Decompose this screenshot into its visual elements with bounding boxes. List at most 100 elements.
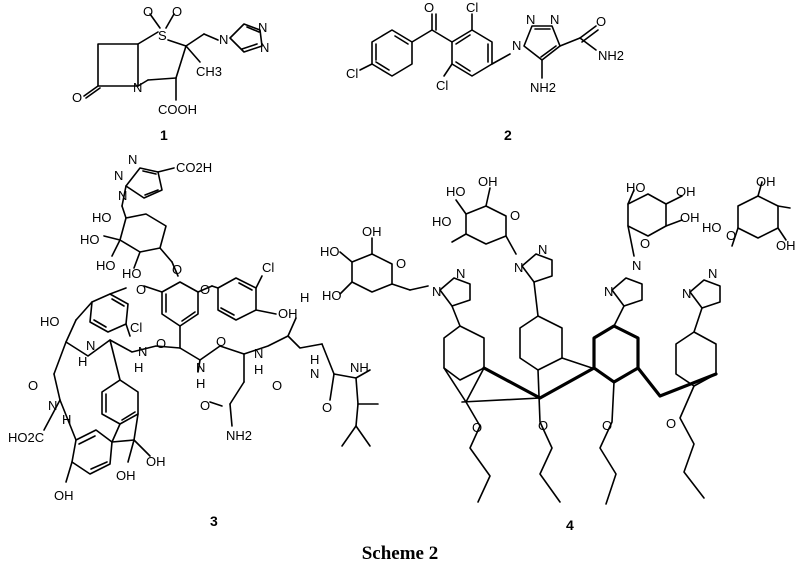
c3-amide-oxygen-1: O: [156, 336, 166, 351]
triazole-2-nitrogen-3: N: [550, 12, 559, 27]
c3-benzylic-hydroxyl-right: OH: [278, 306, 298, 321]
c4-hydroxyl: OH: [776, 238, 796, 253]
sulfur-atom: S: [158, 28, 167, 43]
c3-hydrogen-6: H: [62, 412, 71, 427]
c4-triazole-1: N N: [432, 266, 471, 327]
c3-gem-diol-hydroxyl-2: OH: [116, 468, 136, 483]
compound-1-number: 1: [160, 127, 168, 143]
c4-triazole-nitrogen: N: [708, 266, 717, 281]
triazole-1-nitrogen-3: N: [260, 40, 269, 55]
c4-triazole-2: N N: [514, 242, 553, 317]
c4-triazole-nitrogen: N: [432, 284, 441, 299]
c4-sugar-4: OH HO OH O: [702, 174, 796, 253]
c3-amide-nitrogen-4: N: [254, 346, 263, 361]
c4-triazole-4: N N: [682, 266, 721, 333]
c4-hydroxyl: HO: [320, 244, 340, 259]
c3-hydrogen-3: H: [196, 376, 205, 391]
carboxylic-acid-label: COOH: [158, 102, 197, 117]
c3-amide-nitrogen-5: N: [310, 366, 319, 381]
c4-ring-oxygen: O: [640, 236, 650, 251]
c3-carboxyl-ho2c: HO2C: [8, 430, 44, 445]
c3-carbonyl-oxygen-3: O: [200, 398, 210, 413]
c3-carbonyl-oxygen-2: O: [216, 334, 226, 349]
c4-hydroxyl: HO: [446, 184, 466, 199]
c4-ring-oxygen: O: [396, 256, 406, 271]
c3-triazole-nitrogen-3: N: [118, 188, 127, 203]
so2-oxygen-2: O: [172, 4, 182, 19]
c3-amide-nitrogen-2: N: [138, 344, 147, 359]
c3-hydrogen-1: H: [78, 354, 87, 369]
c4-propoxy-oxygen: O: [538, 418, 548, 433]
ketone-oxygen: O: [424, 0, 434, 15]
scheme-caption: Scheme 2: [361, 543, 439, 564]
c3-amide-nh2: NH2: [226, 428, 252, 443]
c4-sugar-3: HO OH OH O: [626, 180, 700, 257]
c3-chloro-right: Cl: [262, 260, 274, 275]
c4-ring-oxygen: O: [726, 228, 736, 243]
compound-4-structure: HO HO OH O HO HO OH O HO OH OH O: [320, 174, 796, 533]
c3-hydrogen-7: H: [300, 290, 309, 305]
c4-hydroxyl: OH: [478, 174, 498, 189]
so2-oxygen-1: O: [143, 4, 153, 19]
lactam-nitrogen: N: [133, 80, 142, 95]
amide-oxygen: O: [596, 14, 606, 29]
compound-2-number: 2: [504, 127, 512, 143]
triazole-2-nitrogen-1: N: [512, 38, 521, 53]
chloro-top: Cl: [466, 0, 478, 15]
c4-propoxy-oxygen: O: [602, 418, 612, 433]
c3-sugar-hydroxyl-3: HO: [96, 258, 116, 273]
c4-triazole-nitrogen: N: [514, 260, 523, 275]
c3-chloro-left: Cl: [130, 320, 142, 335]
c4-sugar-1: HO HO OH O: [320, 224, 429, 303]
c4-propoxy-oxygen: O: [666, 416, 676, 431]
c3-amide-nitrogen-3: N: [196, 360, 205, 375]
c4-hydroxyl: HO: [702, 220, 722, 235]
c4-hydroxyl: OH: [680, 210, 700, 225]
c3-ether-oxygen-right: O: [200, 282, 210, 297]
c4-hydroxyl: OH: [676, 184, 696, 199]
c3-amide-nitrogen-1: N: [86, 338, 95, 353]
c3-sugar-hydroxyl-2: HO: [80, 232, 100, 247]
c4-triazole-nitrogen: N: [682, 286, 691, 301]
c3-amide-nitrogen-6: N: [48, 398, 57, 413]
triazole-2-nitrogen-2: N: [526, 12, 535, 27]
compound-3-structure: N N N CO2H HO HO HO HO O O O Cl Cl HO OH…: [8, 152, 379, 529]
c3-glycoside-oxygen: O: [172, 262, 182, 277]
c3-hydrogen-2: H: [134, 360, 143, 375]
c3-hydrogen-4: H: [254, 362, 263, 377]
methyl-label: CH3: [196, 64, 222, 79]
c4-propoxy-oxygen: O: [472, 420, 482, 435]
c3-gem-diol-hydroxyl-1: OH: [146, 454, 166, 469]
lactam-oxygen: O: [72, 90, 82, 105]
c3-carbonyl-oxygen-4: O: [272, 378, 282, 393]
compound-2-structure: O Cl Cl Cl N N N O NH2 NH2 2: [346, 0, 624, 143]
c4-sugar-2: HO HO OH O: [432, 174, 520, 255]
amino-nh2: NH2: [530, 80, 556, 95]
c3-carboxylic-acid: CO2H: [176, 160, 212, 175]
c3-sugar-hydroxyl-1: HO: [92, 210, 112, 225]
chloro-para: Cl: [346, 66, 358, 81]
c4-triazole-nitrogen: N: [632, 258, 641, 273]
c3-carbonyl-oxygen-1: O: [28, 378, 38, 393]
c4-triazole-nitrogen: N: [538, 242, 547, 257]
c3-sugar-hydroxyl-4: HO: [122, 266, 142, 281]
c4-triazole-nitrogen: N: [456, 266, 465, 281]
c4-hydroxyl: OH: [362, 224, 382, 239]
c4-hydroxyl: HO: [322, 288, 342, 303]
c4-triazole-nitrogen: N: [604, 284, 613, 299]
compound-1-structure: O O S N O COOH CH3 N N N 1: [72, 4, 269, 143]
triazole-1-nitrogen-1: N: [219, 32, 228, 47]
c4-hydroxyl: HO: [432, 214, 452, 229]
c3-ether-oxygen-left: O: [136, 282, 146, 297]
c3-triazole-nitrogen-1: N: [114, 168, 123, 183]
c3-phenol-hydroxyl: OH: [54, 488, 74, 503]
triazole-1-nitrogen-2: N: [258, 20, 267, 35]
c3-hydrogen-5: H: [310, 352, 319, 367]
c3-methylamine: NH: [350, 360, 369, 375]
c4-hydroxyl: HO: [626, 180, 646, 195]
c4-ring-oxygen: O: [510, 208, 520, 223]
c4-triazole-3: N N: [604, 258, 643, 327]
c3-benzylic-hydroxyl-left: HO: [40, 314, 60, 329]
